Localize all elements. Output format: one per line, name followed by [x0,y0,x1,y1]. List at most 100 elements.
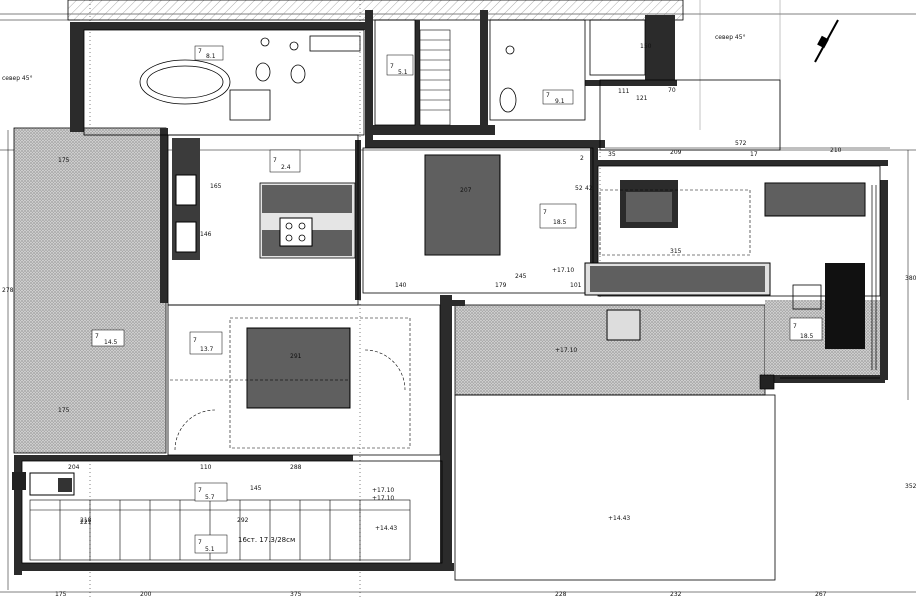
svg-text:2: 2 [580,155,584,162]
svg-text:101: 101 [570,282,582,289]
svg-text:175: 175 [58,157,70,164]
svg-text:7: 7 [198,48,202,55]
svg-text:352: 352 [905,483,916,490]
room-tags: 78.1 75.1 79.1 72.4 718.5 718.5 714.5 7 [91,45,823,554]
svg-text:42: 42 [585,185,593,192]
svg-text:165: 165 [210,183,222,190]
svg-text:+17.10: +17.10 [555,347,577,354]
svg-text:9.1: 9.1 [555,98,565,105]
room-tag: 75.7 [194,482,228,502]
svg-text:204: 204 [68,464,80,471]
svg-text:572: 572 [735,140,747,147]
svg-text:7: 7 [390,63,394,70]
room-tag: 78.1 [194,45,224,61]
svg-text:18.5: 18.5 [553,219,567,226]
rug-living [424,154,501,256]
svg-text:267: 267 [815,591,827,598]
svg-text:35: 35 [608,151,616,158]
glazing-right [759,185,880,390]
svg-text:5.1: 5.1 [398,69,408,76]
svg-text:278: 278 [2,287,14,294]
svg-text:292: 292 [237,517,249,524]
svg-text:52: 52 [575,185,583,192]
svg-text:210: 210 [830,147,842,154]
room-tag: 718.5 [539,203,577,229]
svg-text:7: 7 [543,209,547,216]
svg-text:291: 291 [290,353,302,360]
svg-text:+14.43: +14.43 [375,525,397,532]
svg-text:5.7: 5.7 [205,494,215,501]
svg-text:+17.10: +17.10 [372,487,394,494]
svg-text:14.5: 14.5 [104,339,118,346]
svg-text:245: 245 [515,273,527,280]
compass-right: север 45° [715,34,746,41]
svg-text:288: 288 [290,464,302,471]
svg-text:232: 232 [670,591,682,598]
svg-text:8.1: 8.1 [206,53,216,60]
svg-text:+14.43: +14.43 [608,515,630,522]
compass-left: север 45° [2,75,33,82]
svg-text:7: 7 [198,539,202,546]
bathtub [139,59,231,105]
svg-text:207: 207 [460,187,472,194]
svg-text:+17.10: +17.10 [552,267,574,274]
svg-text:18.5: 18.5 [800,333,814,340]
svg-text:380: 380 [905,275,916,282]
room-tag: 75.1 [386,54,414,76]
svg-text:7: 7 [95,333,99,340]
svg-text:2.4: 2.4 [281,164,291,171]
dims-left: 175 278 175 218 [2,157,92,524]
shelving-row [584,262,771,296]
svg-text:221: 221 [80,519,92,526]
walls [14,10,888,575]
rug-bedroom [246,327,351,409]
svg-text:315: 315 [670,248,682,255]
svg-text:175: 175 [58,407,70,414]
svg-text:150: 150 [640,43,652,50]
stair-top [419,29,451,126]
desk-right [825,263,865,349]
room-tag: 79.1 [542,89,574,105]
svg-text:111: 111 [618,88,630,95]
svg-text:145: 145 [250,485,262,492]
dims-misc: 165 146 291 245 140 179 101 204 110 288 … [68,43,916,526]
svg-text:7: 7 [193,337,197,344]
svg-text:5.1: 5.1 [205,546,215,553]
room-outlines [21,19,881,581]
stair-note: 16ст. 17.3/28см [238,536,295,544]
svg-text:7: 7 [198,487,202,494]
room-tag: 72.4 [269,149,301,173]
room-tag: 714.5 [91,329,125,347]
svg-text:7: 7 [793,323,797,330]
svg-text:175: 175 [55,591,67,598]
sanitary-fixtures [229,35,517,121]
dims-top: 572 35 2 209 17 42 52 210 [575,140,842,192]
svg-text:218: 218 [80,517,92,524]
svg-text:121: 121 [636,95,648,102]
svg-text:146: 146 [200,231,212,238]
svg-text:110: 110 [200,464,212,471]
svg-text:209: 209 [670,149,682,156]
left-terrace-area [13,127,167,454]
svg-text:7: 7 [546,92,550,99]
svg-text:70: 70 [668,87,676,94]
level-marks: +17.10 +17.10 +17.10 +17.10 +14.43 +14.4… [372,267,630,532]
svg-text:228: 228 [555,591,567,598]
svg-text:179: 179 [495,282,507,289]
north-arrow [814,19,839,63]
svg-text:17: 17 [750,151,758,158]
svg-text:375: 375 [290,591,302,598]
lower-terrace-area [454,304,766,396]
room-tag: 718.5 [789,317,823,341]
door-swings [170,189,751,451]
room-tag: 75.1 [194,534,228,554]
svg-text:140: 140 [395,282,407,289]
svg-text:13.7: 13.7 [200,346,214,353]
svg-text:200: 200 [140,591,152,598]
kitchen-island [259,182,356,259]
room-tag: 713.7 [189,331,223,355]
svg-text:7: 7 [273,157,277,164]
cooktop-right [606,309,641,341]
rug-right [764,182,866,217]
